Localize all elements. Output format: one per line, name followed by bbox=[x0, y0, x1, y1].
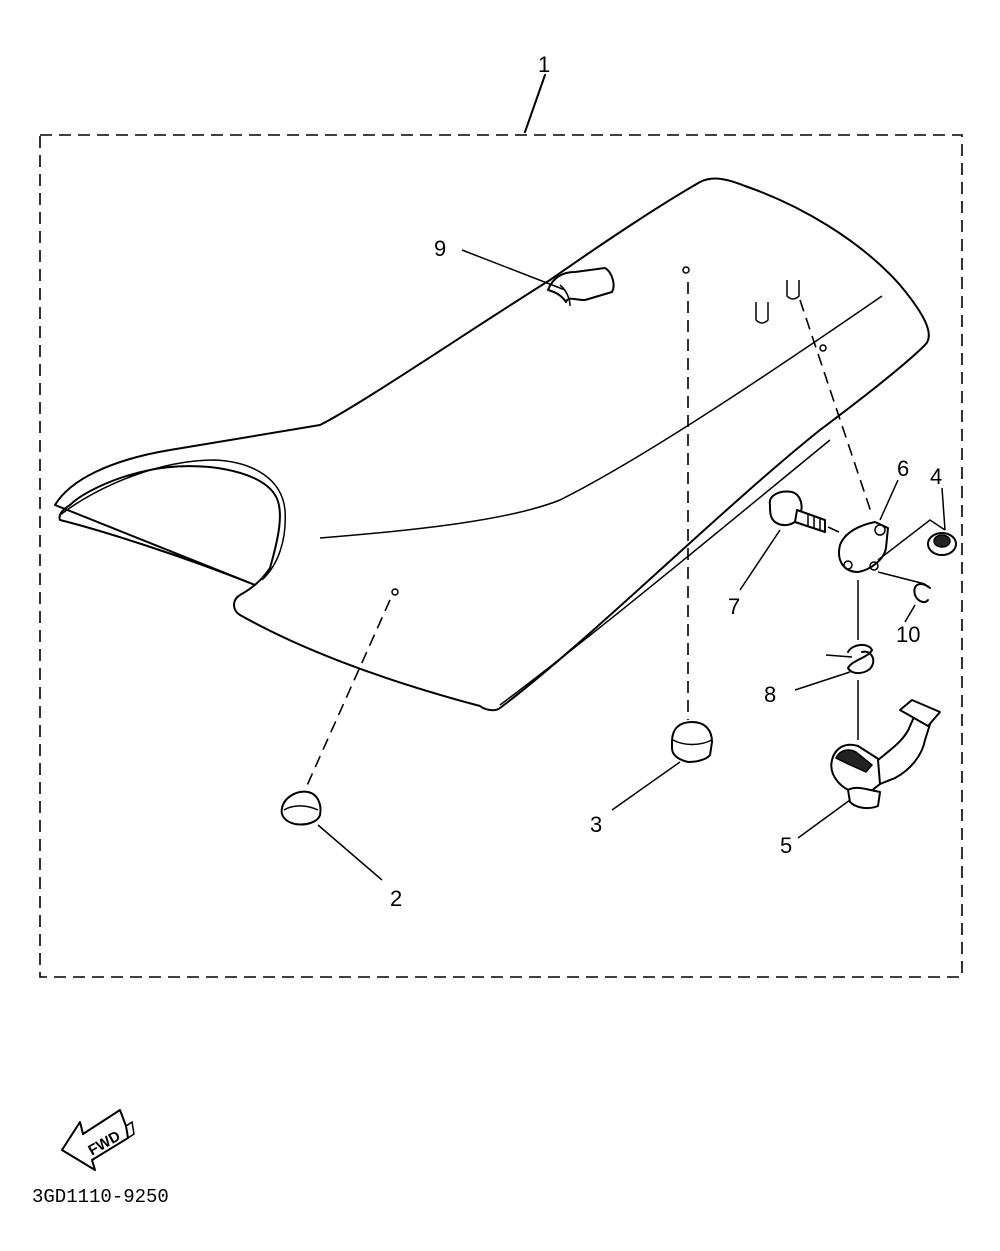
part-3-damper bbox=[671, 721, 713, 763]
callout-2: 2 bbox=[390, 886, 402, 911]
callout-5: 5 bbox=[780, 833, 792, 858]
callout-1: 1 bbox=[538, 52, 550, 77]
callout-8: 8 bbox=[764, 682, 776, 707]
leader-3 bbox=[611, 761, 681, 811]
callout-3: 3 bbox=[590, 812, 602, 837]
clip-link-line bbox=[877, 571, 926, 585]
assembly-boundary-box bbox=[39, 134, 963, 978]
leader-8 bbox=[794, 671, 851, 691]
callout-6: 6 bbox=[897, 456, 909, 481]
part-5-lock-lever bbox=[830, 699, 941, 810]
callout-7: 7 bbox=[728, 594, 740, 619]
part-10-clip bbox=[913, 583, 931, 604]
leader-10 bbox=[904, 604, 916, 623]
drawing-code: 3GD1110-9250 bbox=[32, 1186, 169, 1208]
leader-4 bbox=[941, 487, 946, 531]
leader-6 bbox=[879, 479, 899, 521]
leader-2 bbox=[317, 824, 383, 881]
dashed-line-2 bbox=[304, 599, 391, 791]
fwd-arrow: FWD bbox=[61, 1109, 135, 1171]
leader-5 bbox=[797, 799, 851, 839]
part-6-bracket bbox=[838, 521, 889, 573]
leader-1 bbox=[524, 74, 546, 133]
callout-10: 10 bbox=[896, 622, 920, 647]
part-2-damper bbox=[280, 790, 322, 826]
part-4-nut bbox=[927, 532, 957, 556]
leader-7 bbox=[739, 529, 781, 591]
part-8-spring bbox=[825, 644, 875, 674]
leader-9 bbox=[461, 249, 566, 291]
callout-9: 9 bbox=[434, 236, 446, 261]
seat-shape bbox=[54, 177, 930, 712]
part-7-pin bbox=[768, 490, 826, 533]
part-9-seat-hook bbox=[547, 267, 615, 307]
callout-4: 4 bbox=[930, 464, 942, 489]
nut-link-line bbox=[877, 519, 946, 561]
